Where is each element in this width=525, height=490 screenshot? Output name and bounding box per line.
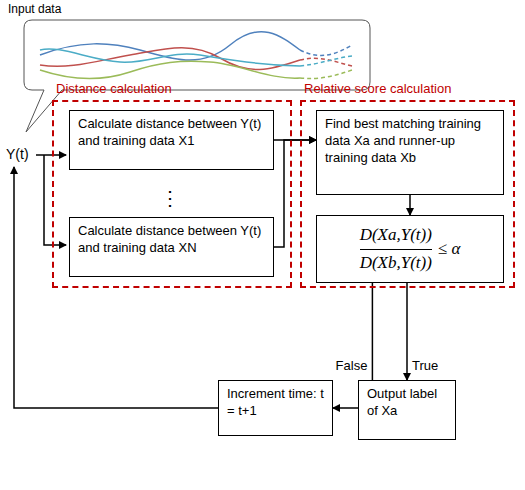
- denominator: D(Xb,Y(t)): [360, 252, 432, 274]
- signal-forecast: [300, 56, 352, 66]
- edge-label: False: [335, 358, 369, 373]
- process-box: Find best matching training data Xa and …: [316, 110, 504, 195]
- fraction: D(Xa,Y(t)) D(Xb,Y(t)): [360, 224, 432, 273]
- ellipsis: ⋮: [160, 186, 180, 210]
- decision-box: D(Xa,Y(t)) D(Xb,Y(t)) ≤ α: [316, 215, 504, 283]
- box-text: Find best matching training data Xa and …: [325, 116, 495, 167]
- flow-arrow: [409, 195, 411, 215]
- process-box: Calculate distance between Y(t) and trai…: [69, 217, 274, 277]
- fraction-bar: [360, 249, 432, 250]
- signal-forecast: [300, 70, 352, 79]
- box-text: Output label of Xa: [367, 386, 447, 420]
- stage-region: Relative score calculationFind best matc…: [300, 100, 515, 288]
- box-text: Calculate distance between Y(t) and trai…: [78, 116, 265, 150]
- input-caption: Input data: [8, 2, 61, 16]
- region-title: Distance calculation: [56, 81, 172, 96]
- process-box: Calculate distance between Y(t) and trai…: [69, 110, 274, 170]
- signal-name: Y(t): [6, 146, 29, 162]
- signal-curve: [40, 48, 300, 70]
- flow-arrow: [406, 283, 408, 380]
- signal-forecast: [300, 45, 352, 55]
- output-box: Output label of Xa: [358, 380, 456, 440]
- edge-label: True: [411, 358, 439, 373]
- input-arrow: [44, 155, 66, 245]
- threshold: ≤ α: [438, 238, 461, 260]
- signal-curve: [40, 49, 300, 66]
- input-arrow: [36, 154, 66, 156]
- region-title: Relative score calculation: [304, 81, 451, 96]
- box-text: Increment time: t = t+1: [227, 386, 324, 420]
- box-text: Calculate distance between Y(t) and trai…: [78, 223, 265, 257]
- numerator: D(Xa,Y(t)): [360, 224, 432, 246]
- process-box: Increment time: t = t+1: [218, 380, 333, 436]
- flow-arrow: [274, 140, 316, 247]
